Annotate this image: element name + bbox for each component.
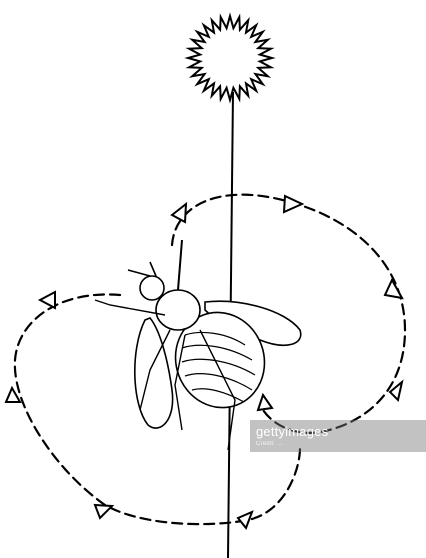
sun-icon (188, 16, 272, 100)
sun-burst (188, 16, 272, 100)
watermark-credit: Credit: … (256, 440, 420, 448)
watermark: gettyimages Credit: … (250, 420, 426, 452)
watermark-brand: gettyimages (256, 424, 328, 439)
